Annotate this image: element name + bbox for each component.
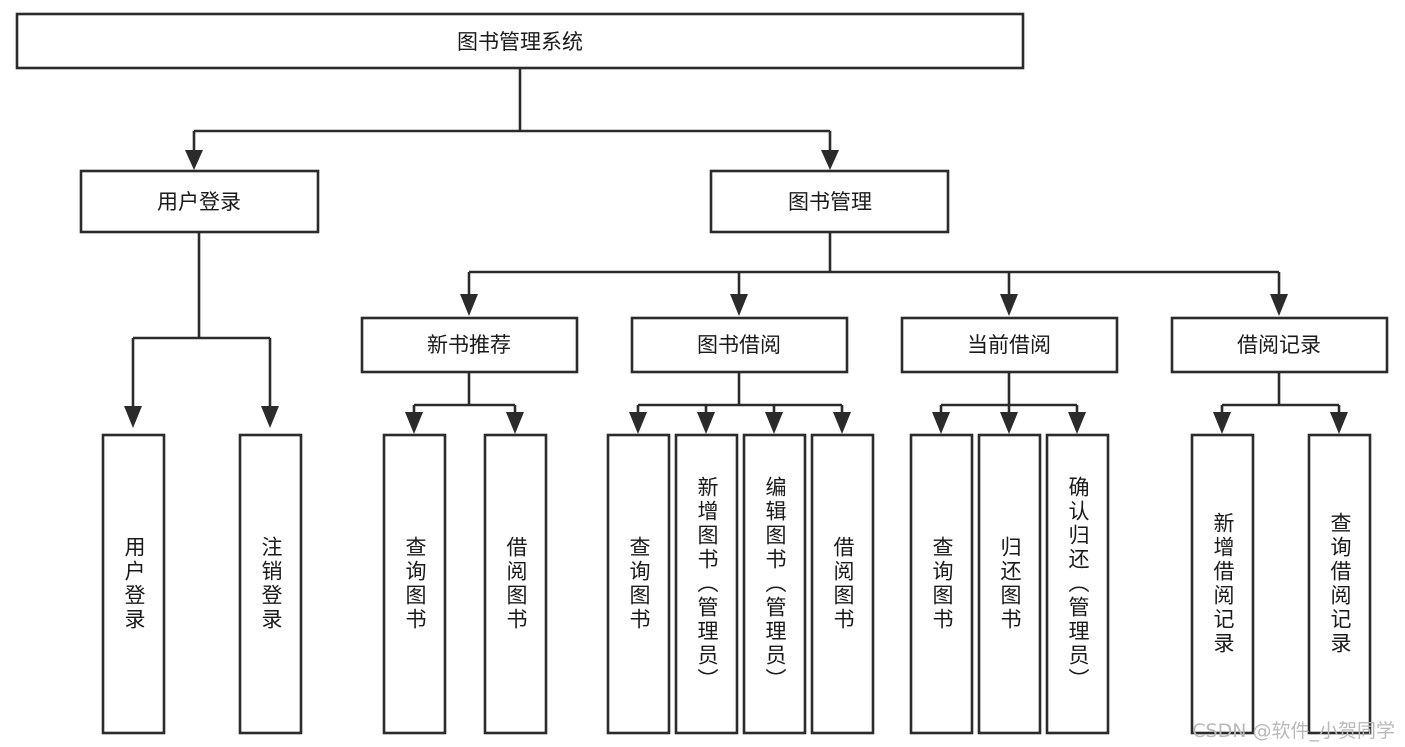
leaf-box-currentborrow-1[interactable]: [909, 433, 974, 735]
arrowhead-newbook-leaf-2: [506, 412, 524, 434]
arrowhead-bookborrow-leaf-4: [833, 412, 851, 434]
arrowhead-currentborrow-leaf-3: [1068, 412, 1086, 434]
node-book-management-label: 图书管理: [788, 190, 872, 214]
leaf-box-currentborrow-3[interactable]: [1045, 433, 1110, 735]
arrowhead-borrowrecord-leaf-2: [1330, 412, 1348, 434]
leaf-box-bookborrow-4[interactable]: [810, 433, 875, 735]
node-current-borrow[interactable]: 当前借阅: [900, 316, 1119, 374]
leaf-box-user-login-2[interactable]: [238, 433, 303, 735]
node-user-login[interactable]: 用户登录: [79, 169, 320, 234]
arrowhead-to-bookmgmt: [821, 150, 839, 170]
node-borrow-record[interactable]: 借阅记录: [1170, 316, 1389, 374]
node-book-borrow-label: 图书借阅: [697, 333, 781, 357]
leaf-box-currentborrow-2[interactable]: [977, 433, 1042, 735]
node-book-borrow-box: [630, 316, 849, 374]
node-book-borrow[interactable]: 图书借阅: [630, 316, 849, 374]
arrowhead-to-book-borrow: [730, 294, 748, 316]
node-new-book-recommend[interactable]: 新书推荐: [360, 316, 579, 374]
node-current-borrow-label: 当前借阅: [967, 333, 1051, 357]
leaf-box-borrowrecord-2[interactable]: [1307, 433, 1372, 735]
leaf-box-user-login-1[interactable]: [101, 433, 166, 735]
arrowhead-to-current-borrow: [1000, 294, 1018, 316]
node-root-label: 图书管理系统: [457, 30, 583, 54]
node-new-book-recommend-box: [360, 316, 579, 374]
arrowhead-to-new-book: [460, 294, 478, 316]
arrowhead-newbook-leaf-1: [405, 412, 423, 434]
arrowhead-currentborrow-leaf-1: [932, 412, 950, 434]
arrowhead-borrowrecord-leaf-1: [1213, 412, 1231, 434]
arrowhead-bookborrow-leaf-2: [697, 412, 715, 434]
arrowhead-to-userlogin: [185, 150, 203, 170]
arrowhead-to-borrow-record: [1270, 294, 1288, 316]
node-book-management[interactable]: 图书管理: [709, 169, 950, 234]
leaf-box-bookborrow-1[interactable]: [606, 433, 671, 735]
arrowhead-bookborrow-leaf-3: [765, 412, 783, 434]
arrowhead-userlogin-leaf-2: [261, 406, 279, 428]
leaf-box-newbook-2[interactable]: [483, 433, 548, 735]
node-current-borrow-box: [900, 316, 1119, 374]
node-user-login-label: 用户登录: [157, 190, 241, 214]
arrowhead-currentborrow-leaf-2: [1000, 412, 1018, 434]
arrowhead-userlogin-leaf-1: [124, 406, 142, 428]
leaf-box-newbook-1[interactable]: [382, 433, 447, 735]
node-root-system[interactable]: 图书管理系统: [15, 12, 1025, 70]
leaf-box-bookborrow-2[interactable]: [674, 433, 739, 735]
node-new-book-recommend-label: 新书推荐: [427, 333, 511, 357]
node-borrow-record-box: [1170, 316, 1389, 374]
leaf-box-borrowrecord-1[interactable]: [1190, 433, 1255, 735]
csdn-watermark: CSDN @软件_小贺同学: [1192, 720, 1395, 742]
node-book-management-box: [709, 169, 950, 234]
node-root-box: [15, 12, 1025, 70]
arrowhead-bookborrow-leaf-1: [629, 412, 647, 434]
node-borrow-record-label: 借阅记录: [1237, 333, 1321, 357]
leaf-box-bookborrow-3[interactable]: [742, 433, 807, 735]
